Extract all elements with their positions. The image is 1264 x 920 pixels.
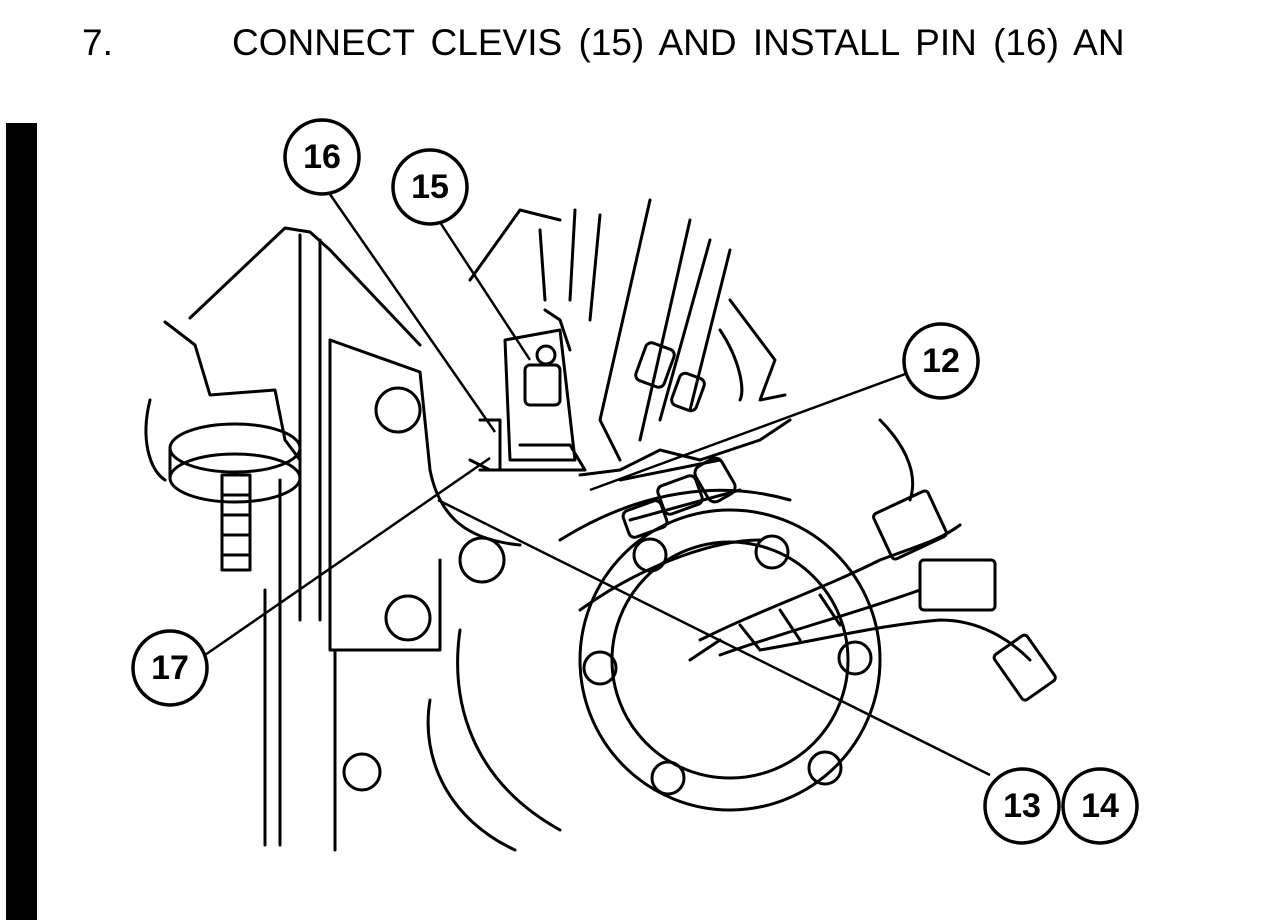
callout-14-label: 14 bbox=[1081, 787, 1119, 825]
assembly-illustration: 16 15 12 17 13 14 bbox=[131, 118, 1139, 852]
callout-15-circle bbox=[391, 148, 469, 226]
callout-15-label: 15 bbox=[411, 168, 449, 206]
step-number: 7. bbox=[82, 22, 113, 63]
callout-13-circle bbox=[983, 767, 1061, 845]
callout-13-label: 13 bbox=[1003, 787, 1041, 825]
callout-16-circle bbox=[283, 118, 361, 196]
callout-12-label: 12 bbox=[922, 342, 960, 380]
callout-17-circle bbox=[131, 629, 209, 707]
step-instruction: CONNECT CLEVIS (15) AND INSTALL PIN (16)… bbox=[232, 22, 1125, 63]
change-bar bbox=[6, 123, 37, 920]
callout-16-label: 16 bbox=[303, 138, 341, 176]
callout-14-circle bbox=[1061, 767, 1139, 845]
callout-12-circle bbox=[902, 322, 980, 400]
callout-17-label: 17 bbox=[151, 649, 189, 687]
